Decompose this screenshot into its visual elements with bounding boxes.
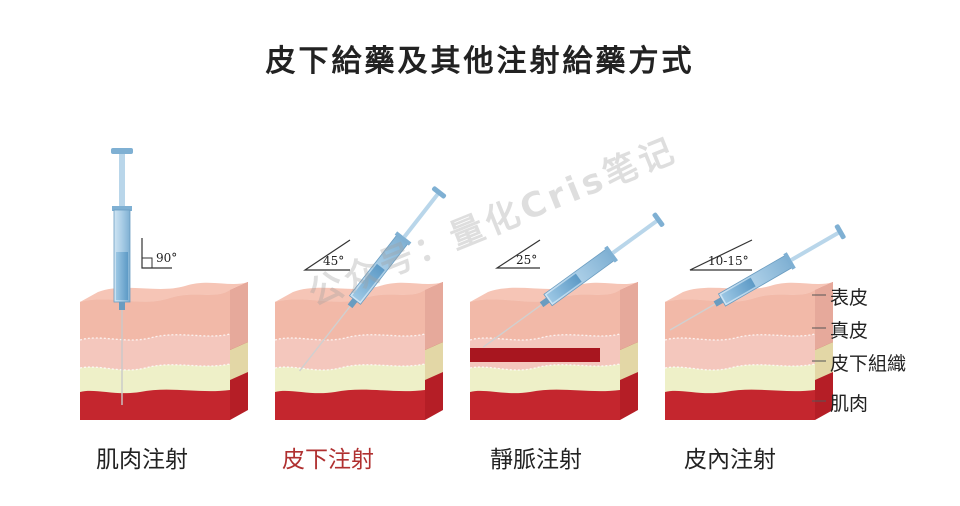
caption-intravenous: 靜脈注射 bbox=[490, 447, 582, 473]
diagram-title: 皮下給藥及其他注射給藥方式 bbox=[265, 44, 695, 79]
syringe-intradermal bbox=[669, 224, 846, 331]
caption-intramuscular: 肌肉注射 bbox=[96, 447, 188, 473]
layer-label-subcutaneous: 皮下組織 bbox=[830, 353, 907, 375]
angle-label-2: 45° bbox=[323, 254, 344, 268]
angle-marker-25: 25° bbox=[494, 239, 541, 269]
tissue-block-intramuscular bbox=[79, 281, 249, 421]
tissue-block-intradermal bbox=[664, 281, 834, 421]
caption-intradermal: 皮內注射 bbox=[684, 447, 776, 473]
layer-leaders bbox=[812, 294, 826, 402]
layer-label-muscle: 肌肉 bbox=[830, 393, 869, 415]
syringe-intravenous bbox=[482, 212, 665, 348]
angle-marker-45: 45° bbox=[303, 239, 351, 271]
syringe-intramuscular bbox=[111, 148, 133, 405]
syringe-subcutaneous bbox=[299, 186, 447, 372]
vein-band bbox=[470, 348, 600, 362]
caption-subcutaneous: 皮下注射 bbox=[282, 447, 374, 473]
angle-label-3: 25° bbox=[516, 253, 537, 267]
angle-marker-10-15: 10-15° bbox=[689, 239, 753, 271]
angle-label-1: 90° bbox=[156, 251, 177, 265]
layer-label-epidermis: 表皮 bbox=[830, 287, 869, 309]
angle-marker-90: 90° bbox=[141, 238, 177, 269]
layer-label-dermis: 真皮 bbox=[830, 320, 869, 342]
angle-label-4: 10-15° bbox=[708, 254, 749, 268]
